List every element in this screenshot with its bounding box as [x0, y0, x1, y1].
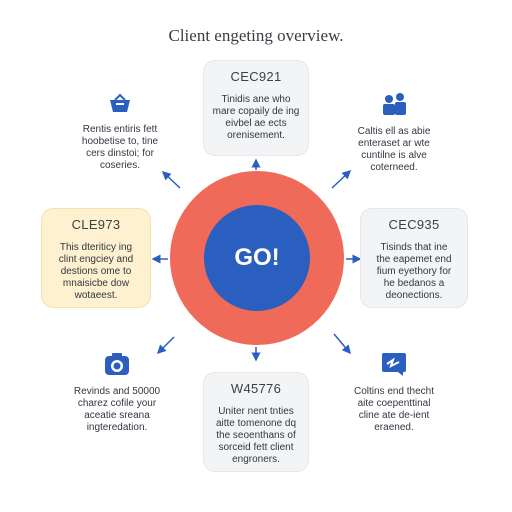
- arrow-bottom-right: [333, 333, 351, 355]
- center-label: GO!: [234, 244, 280, 271]
- card-left-text: This dteriticy ing clint engciey and des…: [58, 242, 134, 301]
- card-bottom: W45776 Uniter nent tnties aitte tomenone…: [203, 372, 309, 472]
- card-bottom-code: W45776: [230, 381, 282, 396]
- card-right-code: CEC935: [388, 217, 440, 232]
- card-top: CEC921 Tinidis ane who mare copaily de i…: [203, 60, 309, 156]
- card-right-text: Tisinds that ine the eapemet end fium ey…: [376, 242, 452, 301]
- users-icon: [383, 93, 406, 115]
- chat-icon: [382, 353, 406, 376]
- card-top-text: Tinidis ane who mare copaily de ing eivb…: [212, 94, 300, 141]
- diagram-title: Client engeting overview.: [168, 26, 344, 45]
- card-bottom-text: Uniter nent tnties aitte tomenone dq the…: [215, 406, 297, 465]
- camera-icon: [105, 353, 129, 375]
- node-bottom-left: Revinds and 50000 charez cofile your ace…: [57, 352, 177, 434]
- node-bottom-left-text: Revinds and 50000 charez cofile your ace…: [73, 386, 161, 433]
- node-top-right: Caltis ell as abie enteraset ar wte cunt…: [334, 92, 454, 174]
- node-bottom-right-text: Coltins end thecht aite coepenttinal cli…: [353, 386, 435, 433]
- arrow-top-left: [161, 170, 181, 189]
- node-top-left: Rentis entiris fett hoobetise to, tine c…: [60, 92, 180, 172]
- arrow-top-right: [331, 169, 352, 189]
- card-left: CLE973 This dteriticy ing clint engciey …: [41, 208, 151, 308]
- node-top-right-text: Caltis ell as abie enteraset ar wte cunt…: [357, 126, 431, 173]
- center-go: GO!: [204, 205, 310, 311]
- arrow-bottom-left: [156, 336, 175, 355]
- node-bottom-right: Coltins end thecht aite coepenttinal cli…: [334, 352, 454, 434]
- card-top-code: CEC921: [230, 69, 282, 84]
- basket-icon: [110, 93, 130, 112]
- card-right: CEC935 Tisinds that ine the eapemet end …: [360, 208, 468, 308]
- node-top-left-text: Rentis entiris fett hoobetise to, tine c…: [81, 124, 159, 171]
- card-left-code: CLE973: [71, 217, 121, 232]
